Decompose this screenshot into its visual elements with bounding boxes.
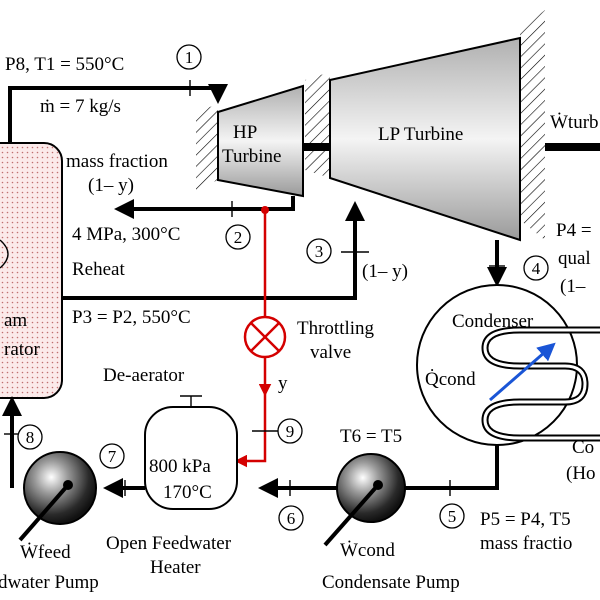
lp-label: LP Turbine xyxy=(378,124,463,145)
p4-label: P4 = xyxy=(556,220,592,241)
line-state-3 xyxy=(62,201,365,300)
state2-label: 4 MPa, 300°C xyxy=(72,224,180,245)
svg-text:5: 5 xyxy=(448,507,457,526)
w-turbine-label: Ẇturb xyxy=(550,111,599,133)
svg-text:3: 3 xyxy=(315,242,324,261)
throttling-label-1: Throttling xyxy=(297,318,375,339)
reheat-label: Reheat xyxy=(72,259,125,280)
condensate-pump-label: Condensate Pump xyxy=(322,572,460,593)
heater-temperature: 170°C xyxy=(163,482,212,503)
heater-pressure: 800 kPa xyxy=(149,456,211,477)
condensate-pump-icon xyxy=(323,453,406,547)
heat-transfer-arrow xyxy=(489,342,556,402)
t6-label: T6 = T5 xyxy=(340,426,402,447)
mass-flow-label: ṁ = 7 kg/s xyxy=(40,96,121,117)
svg-text:8: 8 xyxy=(26,428,35,447)
svg-text:7: 7 xyxy=(108,447,117,466)
hp-label-2: Turbine xyxy=(222,146,281,167)
condenser-label: Condenser xyxy=(452,311,534,332)
generator-label-2: rator xyxy=(4,339,41,360)
cooling-label-1: Co xyxy=(572,437,594,458)
line-state-9 xyxy=(234,394,267,468)
svg-text:1: 1 xyxy=(185,48,194,67)
cooling-label-2: (Ho xyxy=(566,463,596,484)
one-minus-frag: (1– xyxy=(560,276,586,297)
throttling-label-2: valve xyxy=(310,342,351,363)
hp-label-1: HP xyxy=(233,122,257,143)
reheat-coil xyxy=(0,239,9,269)
turbine-casing xyxy=(196,104,218,190)
line-state-5 xyxy=(405,445,499,490)
deaerator-label: De-aerator xyxy=(103,365,185,386)
state-1-marker: 1 xyxy=(176,44,202,70)
generator-label-1: am xyxy=(4,310,27,331)
w-cond-label: Ẇcond xyxy=(340,539,395,561)
mass-fraction-5-label: mass fractio xyxy=(480,533,572,554)
state-4-marker: 4 xyxy=(523,255,549,281)
state-ticks xyxy=(4,80,505,496)
hp-turbine xyxy=(217,84,304,198)
throttling-valve-icon xyxy=(243,315,287,359)
feedwater-pump-icon xyxy=(18,451,97,542)
quality-label: qual xyxy=(558,248,591,269)
state-2-marker: 2 xyxy=(225,224,251,250)
state3-label: P3 = P2, 550°C xyxy=(72,307,191,328)
line-state-1 xyxy=(8,84,228,143)
y-label: y xyxy=(278,373,288,394)
one-minus-y-top: (1– y) xyxy=(88,175,134,196)
state-8-marker: 8 xyxy=(17,424,43,450)
state-7-marker: 7 xyxy=(99,443,125,469)
state1-label: P8, T1 = 550°C xyxy=(5,54,124,75)
q-cond-label: Q̇cond xyxy=(425,367,476,390)
svg-text:4: 4 xyxy=(532,259,541,278)
state-5-marker: 5 xyxy=(439,503,465,529)
line-state-2 xyxy=(114,196,295,219)
p5-label: P5 = P4, T5 xyxy=(480,509,571,530)
mass-fraction-label: mass fraction xyxy=(66,151,168,172)
svg-text:9: 9 xyxy=(286,422,295,441)
w-feed-label: Ẇfeed xyxy=(20,541,71,563)
svg-text:2: 2 xyxy=(234,228,243,247)
state-3-marker: 3 xyxy=(306,238,332,264)
svg-text:6: 6 xyxy=(287,509,296,528)
state-6-marker: 6 xyxy=(278,505,304,531)
one-minus-y-state3: (1– y) xyxy=(362,261,408,282)
lp-turbine xyxy=(329,36,521,242)
state-9-marker: 9 xyxy=(277,418,303,444)
ofwh-label-1: Open Feedwater xyxy=(106,533,232,554)
feedwater-pump-label: dwater Pump xyxy=(0,572,99,593)
ofwh-label-2: Heater xyxy=(150,557,201,578)
